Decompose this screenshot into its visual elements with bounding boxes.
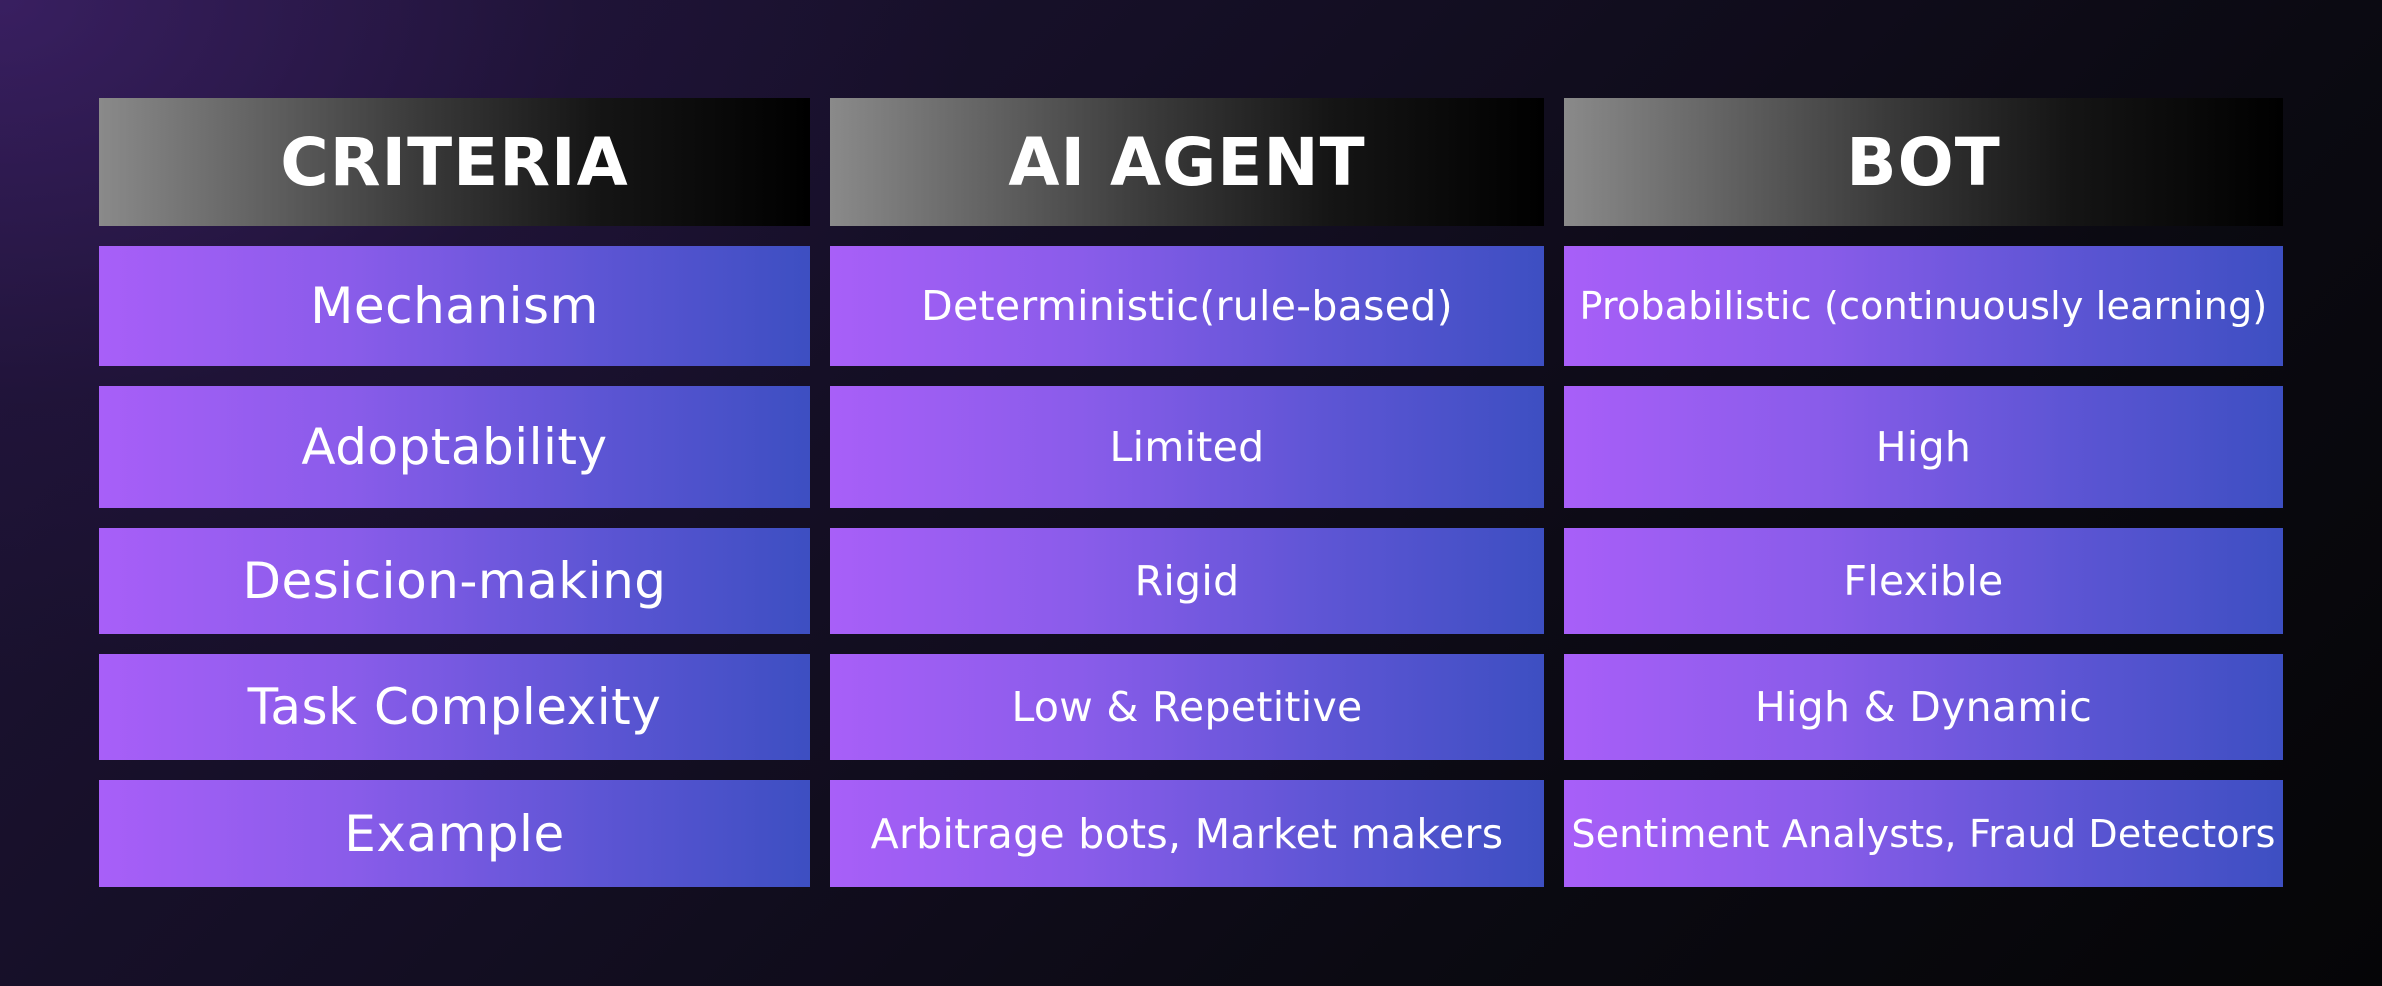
ai-agent-task-complexity: Low & Repetitive	[830, 654, 1544, 760]
bot-task-complexity: High & Dynamic	[1564, 654, 2283, 760]
ai-agent-decision-making: Rigid	[830, 528, 1544, 634]
header-bot: BOT	[1564, 98, 2283, 226]
bot-mechanism: Probabilistic (continuously learning)	[1564, 246, 2283, 366]
criteria-example: Example	[99, 780, 810, 887]
criteria-decision-making: Desicion-making	[99, 528, 810, 634]
criteria-mechanism: Mechanism	[99, 246, 810, 366]
ai-agent-example: Arbitrage bots, Market makers	[830, 780, 1544, 887]
header-ai-agent: AI AGENT	[830, 98, 1544, 226]
ai-agent-mechanism: Deterministic(rule-based)	[830, 246, 1544, 366]
header-criteria: CRITERIA	[99, 98, 810, 226]
bot-decision-making: Flexible	[1564, 528, 2283, 634]
criteria-adoptability: Adoptability	[99, 386, 810, 508]
bot-adoptability: High	[1564, 386, 2283, 508]
ai-agent-adoptability: Limited	[830, 386, 1544, 508]
criteria-task-complexity: Task Complexity	[99, 654, 810, 760]
bot-example: Sentiment Analysts, Fraud Detectors	[1564, 780, 2283, 887]
